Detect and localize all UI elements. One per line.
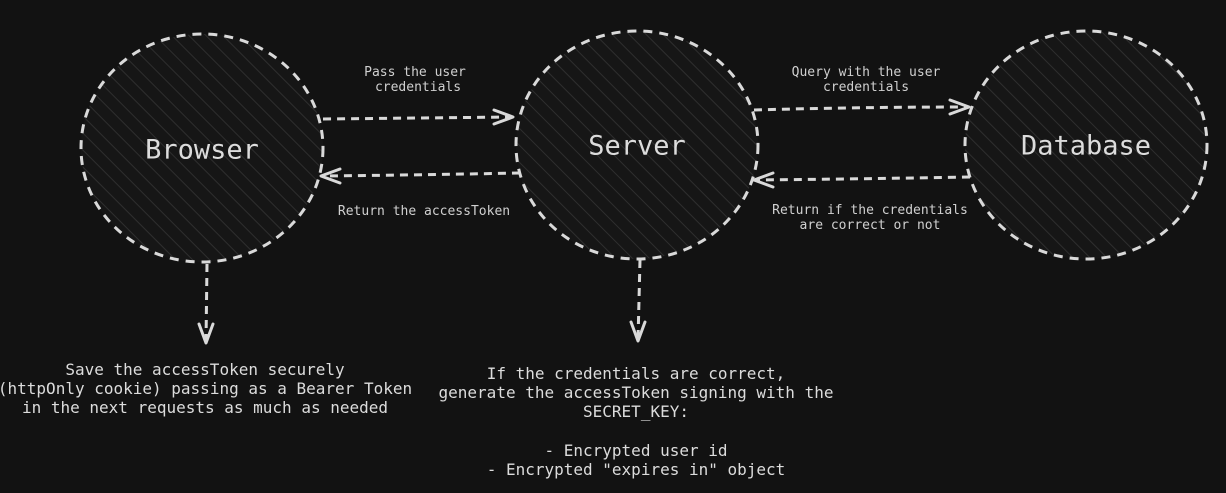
edge-label-line: Return the accessToken [338, 204, 510, 219]
edge-label-line: are correct or not [800, 218, 941, 233]
arrow-browser-to-server [322, 115, 513, 121]
edge-label-line: credentials [823, 80, 909, 95]
arrow-server-to-browser [321, 171, 521, 178]
edge-server-to-browser: Return the accessToken [319, 167, 521, 219]
edge-server-down [629, 259, 647, 343]
arrowhead-left-icon [752, 171, 775, 189]
server-note: If the credentials are correct, generate… [439, 364, 834, 479]
server-label: Server [588, 131, 686, 162]
edge-browser-to-server: Pass the user credentials [322, 65, 515, 126]
node-database: Database [963, 29, 1209, 261]
edge-browser-down [197, 263, 215, 345]
note-line: If the credentials are correct, [487, 364, 786, 383]
node-server: Server [514, 29, 760, 261]
arrowhead-left-icon [319, 167, 342, 185]
edge-label-line: credentials [375, 80, 461, 95]
browser-label: Browser [145, 135, 259, 166]
arrow-server-down [636, 259, 642, 341]
arrow-browser-down [204, 263, 209, 343]
arrowhead-right-icon [492, 108, 515, 126]
edge-label-line: Return if the credentials [772, 203, 968, 218]
note-line: Save the accessToken securely [65, 360, 345, 379]
edge-database-to-server: Return if the credentials are correct or… [752, 171, 971, 233]
note-line: - Encrypted "expires in" object [487, 460, 786, 479]
edge-label-line: Query with the user [792, 65, 941, 80]
server-circle [514, 29, 760, 261]
note-line: SECRET_KEY: [583, 402, 689, 421]
note-line: (httpOnly cookie) passing as a Bearer To… [0, 379, 412, 398]
arrowhead-down-icon [197, 322, 215, 345]
note-line: in the next requests as much as needed [22, 398, 388, 417]
browser-note: Save the accessToken securely (httpOnly … [0, 360, 412, 417]
edge-label-line: Pass the user [364, 65, 466, 80]
note-line: - Encrypted user id [544, 441, 727, 460]
database-label: Database [1021, 131, 1151, 162]
arrowhead-right-icon [948, 98, 971, 116]
arrow-database-to-server [752, 175, 971, 182]
database-circle [963, 29, 1209, 261]
node-browser: Browser [79, 32, 325, 264]
edge-server-to-database: Query with the user credentials [753, 65, 971, 116]
arrowhead-down-icon [629, 320, 647, 343]
arrow-server-to-database [753, 105, 969, 112]
browser-circle [79, 32, 325, 264]
note-line: generate the accessToken signing with th… [439, 383, 834, 402]
